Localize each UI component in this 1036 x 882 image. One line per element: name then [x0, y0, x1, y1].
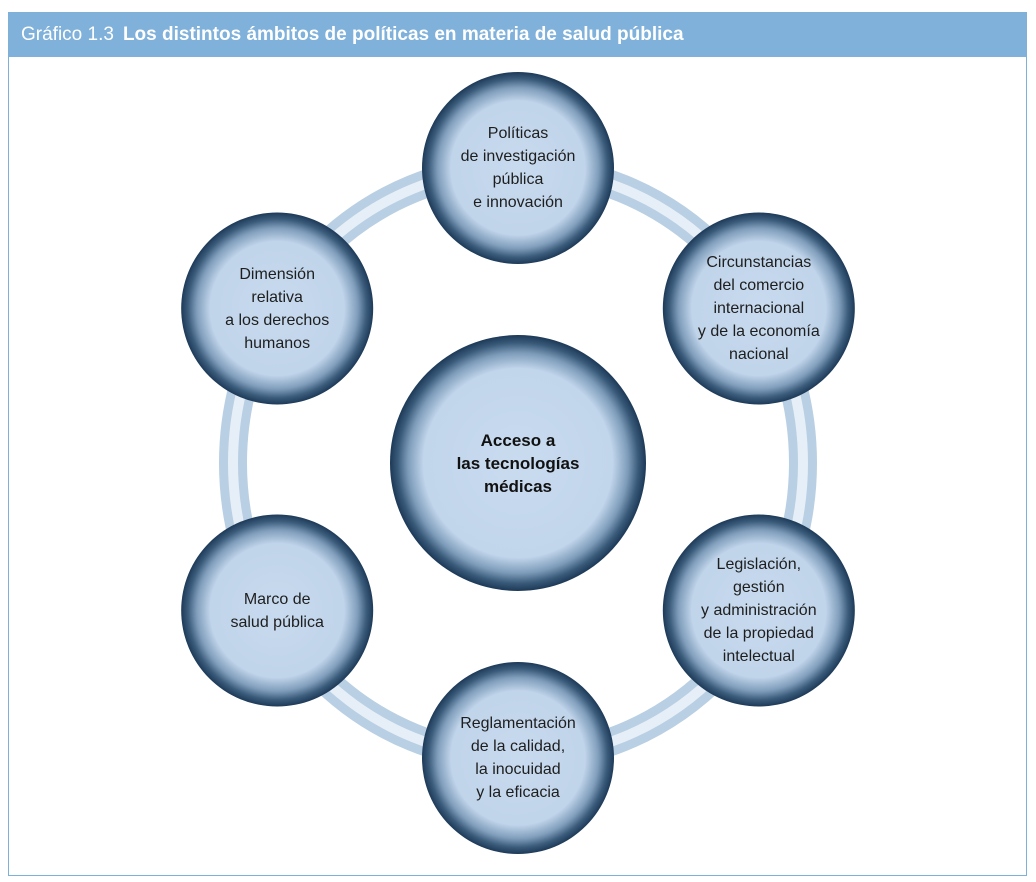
node-circle-circunstancias-comercio — [662, 212, 855, 405]
node-circle-legislacion-propiedad — [662, 514, 855, 707]
figure-header: Gráfico 1.3 Los distintos ámbitos de pol… — [9, 13, 1026, 57]
center-circle — [390, 335, 646, 591]
node-label-dimension-derechos: Dimensión relativa a los derechos humano… — [225, 265, 330, 352]
node-label-reglamentacion-calidad: Reglamentación de la calidad, la inocuid… — [460, 715, 576, 801]
node-label-marco-salud: Marco de salud pública — [230, 590, 324, 631]
figure-label: Gráfico 1.3 — [21, 24, 114, 45]
node-circle-politicas-investigacion — [422, 72, 614, 264]
node-circle-dimension-derechos — [181, 212, 374, 405]
figure-title: Los distintos ámbitos de políticas en ma… — [122, 24, 684, 45]
node-label-politicas-investigacion: Políticas de investigación pública e inn… — [460, 125, 576, 211]
node-label-legislacion-propiedad: Legislación, gestión y administración de… — [701, 556, 817, 665]
center-label: Acceso a las tecnologías médicas — [456, 430, 580, 496]
node-circle-reglamentacion-calidad — [422, 662, 614, 854]
node-label-circunstancias-comercio: Circunstancias del comercio internaciona… — [697, 254, 820, 363]
node-circle-marco-salud — [181, 514, 374, 707]
nodes-layer — [181, 72, 855, 854]
